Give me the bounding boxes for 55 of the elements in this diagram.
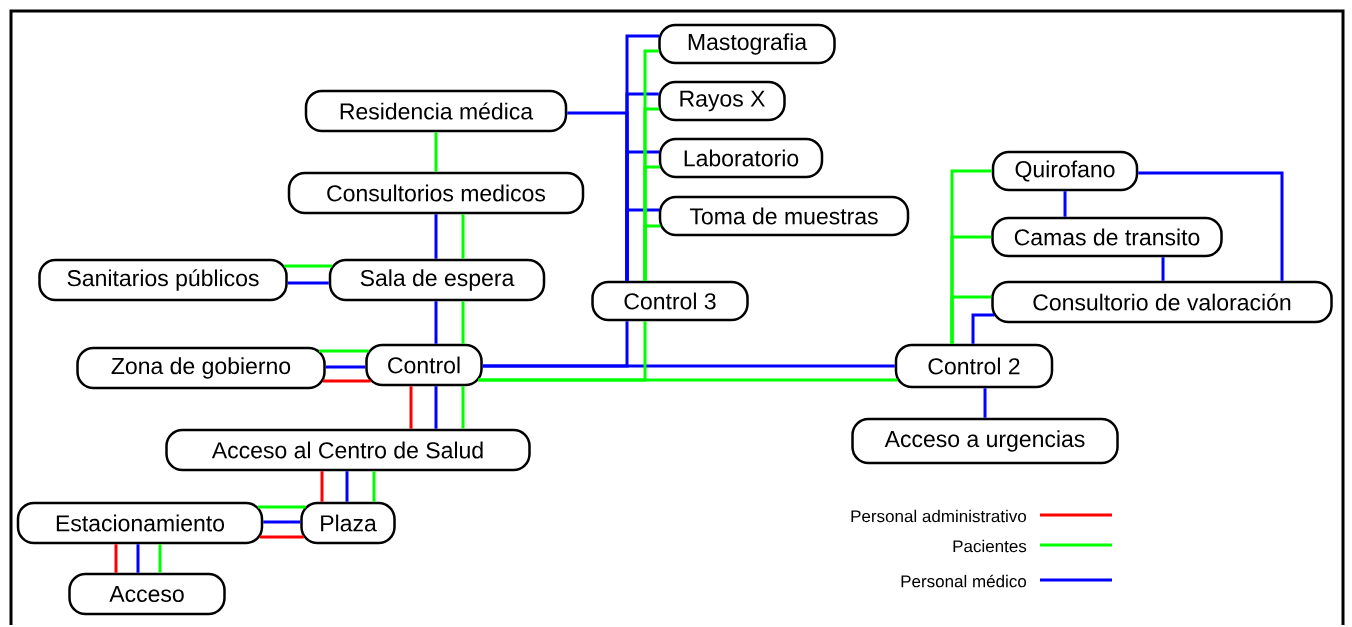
corridor-line <box>320 471 324 502</box>
corridor-line <box>325 365 366 369</box>
room-box: Control 2 <box>894 343 1054 389</box>
room-box: Laboratorio <box>658 137 824 179</box>
room-box: Sala de espera <box>328 258 546 302</box>
corridor-line <box>409 386 413 429</box>
legend-label: Pacientes <box>953 539 1027 553</box>
room-box: Rayos X <box>658 80 786 122</box>
room-box: Acceso a urgencias <box>851 417 1119 465</box>
corridor-line <box>971 313 995 344</box>
corridor-line <box>950 295 992 344</box>
corridor-line <box>345 471 349 502</box>
corridor-line <box>983 388 987 418</box>
corridor-line <box>461 214 465 259</box>
legend-label: Personal médico <box>901 574 1027 588</box>
corridor-line <box>257 505 306 509</box>
corridor-line <box>319 349 369 353</box>
corridor-line <box>461 386 465 429</box>
corridor-line <box>434 301 438 344</box>
room-box: Residencia médica <box>304 89 568 133</box>
corridor-line <box>643 224 661 281</box>
room-box: Sanitarios públicos <box>38 258 288 302</box>
corridor-line <box>158 544 162 573</box>
corridor-line <box>478 321 647 382</box>
corridor-line <box>1063 191 1067 217</box>
corridor-line <box>434 132 438 172</box>
corridor-line <box>287 281 329 285</box>
corridor-line <box>263 520 301 524</box>
room-box: Acceso <box>68 572 226 616</box>
room-box: Control <box>365 343 483 387</box>
room-box: Quirofano <box>991 150 1139 192</box>
corridor-line <box>259 535 304 539</box>
legend-label: Personal administrativo <box>851 509 1027 523</box>
corridor-line <box>372 471 376 502</box>
room-box: Acceso al Centro de Salud <box>165 428 531 472</box>
corridor-line <box>1138 171 1284 281</box>
corridor-line <box>482 321 629 368</box>
room-box: Control 3 <box>591 280 749 322</box>
room-box: Consultorio de valoración <box>991 280 1333 324</box>
corridor-line <box>284 264 333 268</box>
room-box: Estacionamiento <box>16 501 264 545</box>
room-box: Plaza <box>300 501 396 545</box>
room-box: Mastografia <box>658 23 836 65</box>
room-box: Camas de transito <box>991 216 1223 258</box>
corridor-line <box>434 214 438 259</box>
corridor-line <box>322 379 371 383</box>
corridor-line <box>136 544 140 573</box>
corridor-line <box>461 301 465 344</box>
corridor-line <box>434 386 438 429</box>
room-box: Zona de gobierno <box>76 346 326 390</box>
room-box: Consultorios medicos <box>287 171 585 215</box>
corridor-line <box>625 208 660 281</box>
corridor-line <box>114 544 118 573</box>
corridor-line <box>1161 257 1165 281</box>
room-box: Toma de muestras <box>658 195 910 237</box>
